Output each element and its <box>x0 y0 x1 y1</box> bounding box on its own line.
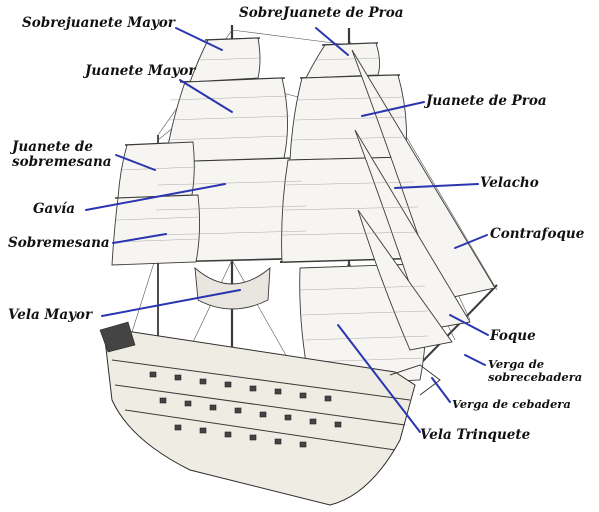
label-vela-mayor: Vela Mayor <box>8 307 93 323</box>
pointer-juanete-mayor <box>179 79 233 113</box>
label-vela-trinquete: Vela Trinquete <box>420 427 531 443</box>
pointer-velacho <box>394 183 479 189</box>
label-sobremesana: Sobremesana <box>8 235 110 251</box>
mizzen-sails <box>111 141 201 266</box>
pointer-lines <box>85 27 489 433</box>
label-juanete-mayor: Juanete Mayor <box>85 63 196 79</box>
label-sobrejuanete-mayor: Sobrejuanete Mayor <box>22 15 175 31</box>
pointer-verga-sobrecebadera <box>464 354 486 366</box>
pointer-sobrejuanete-proa <box>315 27 349 56</box>
label-juanete-sobremesana: Juanete de sobremesana <box>12 139 112 170</box>
label-contrafoque: Contrafoque <box>490 226 585 242</box>
label-verga-sobrecebadera: Verga de sobrecebadera <box>488 357 583 384</box>
label-gavia: Gavía <box>33 201 75 217</box>
label-verga-cebadera: Verga de cebadera <box>452 397 571 411</box>
headsails <box>351 49 496 351</box>
pointer-sobremesana <box>112 233 167 244</box>
pointer-juanete-proa <box>361 101 425 117</box>
pointer-foque <box>449 314 489 336</box>
pointer-vela-trinquete <box>337 324 421 433</box>
sail-seams <box>113 57 429 363</box>
label-juanete-proa: Juanete de Proa <box>426 93 547 109</box>
pointer-sobrejuanete-mayor <box>175 27 223 51</box>
gun-ports <box>149 371 342 448</box>
pointer-juanete-sobremesana <box>115 154 156 171</box>
hull <box>99 321 441 506</box>
label-foque: Foque <box>490 328 536 344</box>
pointer-gavia <box>85 183 226 211</box>
label-velacho: Velacho <box>480 175 539 191</box>
pointer-contrafoque <box>454 234 488 249</box>
pointer-vela-mayor <box>101 289 241 317</box>
pointer-verga-cebadera <box>431 377 451 403</box>
label-sobrejuanete-proa: SobreJuanete de Proa <box>239 5 404 21</box>
